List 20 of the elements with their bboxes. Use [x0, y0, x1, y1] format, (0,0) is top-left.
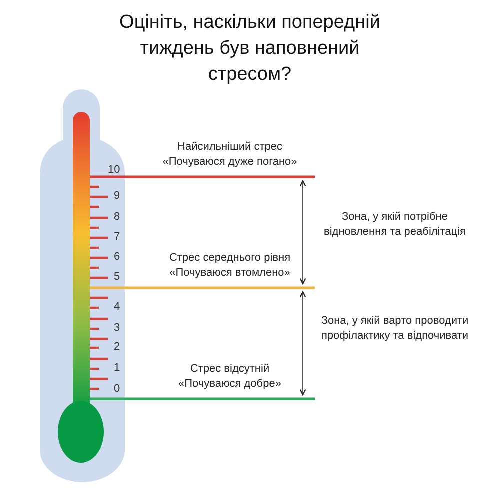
level-label: «Почуваюся втомлено»	[168, 266, 292, 280]
scale-number: 7	[114, 230, 122, 244]
scale-number: 8	[114, 210, 122, 224]
zone-note: Зона, у якій варто проводити профілактику та відпочивати	[320, 314, 470, 344]
level-label: Стрес відсутній	[189, 362, 271, 376]
level-label: Найсильніший стрес	[176, 140, 284, 154]
scale-number: 1	[114, 361, 122, 375]
scale-number: 5	[114, 270, 122, 284]
scale-number: 0	[114, 382, 122, 396]
zone-note: Зона, у якій потрібне відновлення та реабілітація	[323, 210, 467, 240]
scale-number: 9	[114, 189, 122, 203]
scale-number: 10	[108, 163, 122, 177]
scale-number: 4	[114, 300, 122, 314]
level-label: «Почуваюся добре»	[178, 377, 282, 391]
scale-number: 6	[114, 250, 122, 264]
level-label: «Почуваюся дуже погано»	[162, 155, 298, 169]
scale-number: 3	[114, 321, 122, 335]
scale-number: 2	[114, 340, 122, 354]
level-label: Стрес середнього рівня	[168, 251, 292, 265]
title: Оцініть, наскільки попередній тиждень був наповнений стресом?	[118, 11, 382, 87]
